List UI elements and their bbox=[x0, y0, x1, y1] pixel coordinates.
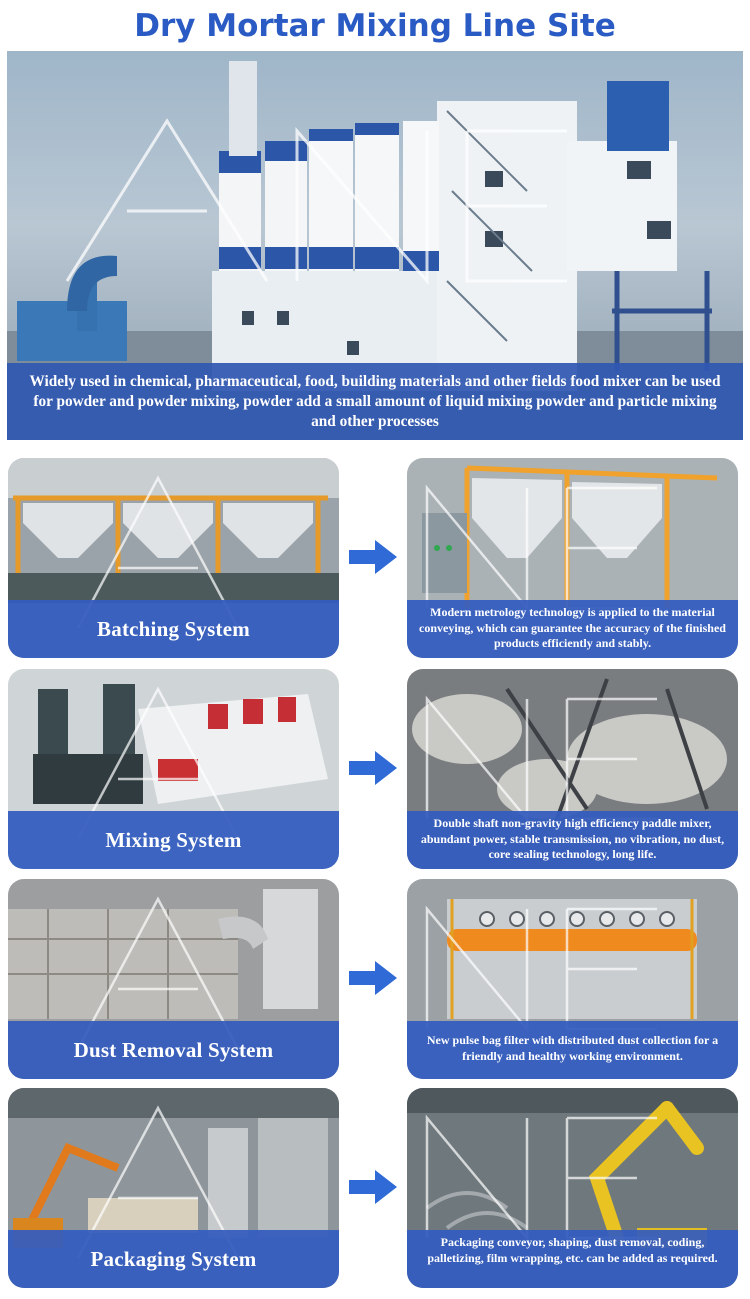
mixing-photo: Mixing System bbox=[8, 669, 339, 869]
dust-removal-detail-photo: New pulse bag filter with distributed du… bbox=[407, 879, 738, 1079]
system-row-batching: Batching System Modern metrology t bbox=[0, 458, 750, 658]
right-arrow-icon bbox=[349, 540, 397, 574]
system-row-packaging: Packaging System Packaging conveyor, sha… bbox=[0, 1088, 750, 1288]
packaging-photo: Packaging System bbox=[8, 1088, 339, 1288]
batching-detail-photo: Modern metrology technology is applied t… bbox=[407, 458, 738, 658]
system-label: Mixing System bbox=[8, 811, 339, 869]
system-description: Double shaft non-gravity high efficiency… bbox=[407, 811, 738, 869]
system-label: Dust Removal System bbox=[8, 1021, 339, 1079]
system-description: Packaging conveyor, shaping, dust remova… bbox=[407, 1230, 738, 1288]
system-label: Batching System bbox=[8, 600, 339, 658]
hero-caption: Widely used in chemical, pharmaceutical,… bbox=[7, 363, 743, 440]
packaging-detail-photo: Packaging conveyor, shaping, dust remova… bbox=[407, 1088, 738, 1288]
system-row-dust-removal: Dust Removal System bbox=[0, 879, 750, 1079]
mixing-detail-photo: Double shaft non-gravity high efficiency… bbox=[407, 669, 738, 869]
right-arrow-icon bbox=[349, 751, 397, 785]
batching-photo: Batching System bbox=[8, 458, 339, 658]
system-description: Modern metrology technology is applied t… bbox=[407, 600, 738, 658]
right-arrow-icon bbox=[349, 961, 397, 995]
page-title: Dry Mortar Mixing Line Site bbox=[134, 8, 616, 44]
right-arrow-icon bbox=[349, 1170, 397, 1204]
system-row-mixing: Mixing System Double shaft non-gravity h… bbox=[0, 669, 750, 869]
system-label: Packaging System bbox=[8, 1230, 339, 1288]
system-description: New pulse bag filter with distributed du… bbox=[407, 1021, 738, 1079]
hero-image: Widely used in chemical, pharmaceutical,… bbox=[7, 51, 743, 440]
dust-removal-photo: Dust Removal System bbox=[8, 879, 339, 1079]
